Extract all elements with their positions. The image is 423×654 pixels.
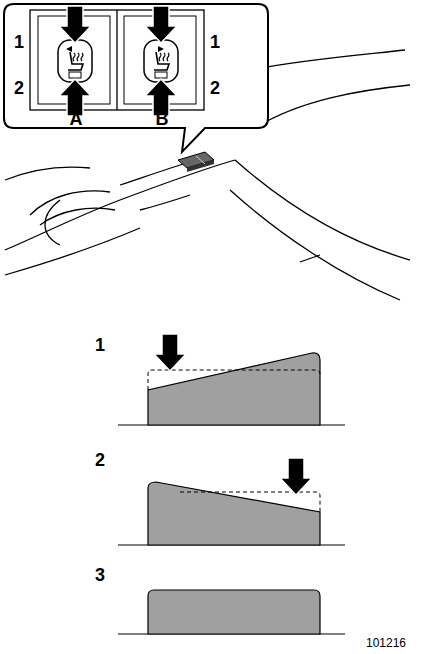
cushion-diagram <box>118 590 345 634</box>
cushion-diagram <box>118 458 345 545</box>
switch-panel <box>30 6 204 116</box>
switch-letter: A <box>70 110 83 128</box>
switch-location <box>178 152 214 172</box>
callout-number: 2 <box>14 79 24 97</box>
figure-number: 101216 <box>366 637 406 649</box>
callout-number: 2 <box>210 79 220 97</box>
callout-number: 1 <box>95 336 105 354</box>
callout-number: 3 <box>95 566 105 584</box>
callout-bubble <box>4 4 268 152</box>
cushion-diagram <box>118 334 345 425</box>
callout-number: 1 <box>14 33 24 51</box>
callout-number: 1 <box>210 33 220 51</box>
switch-letter: B <box>156 110 169 128</box>
callout-number: 2 <box>95 451 105 469</box>
